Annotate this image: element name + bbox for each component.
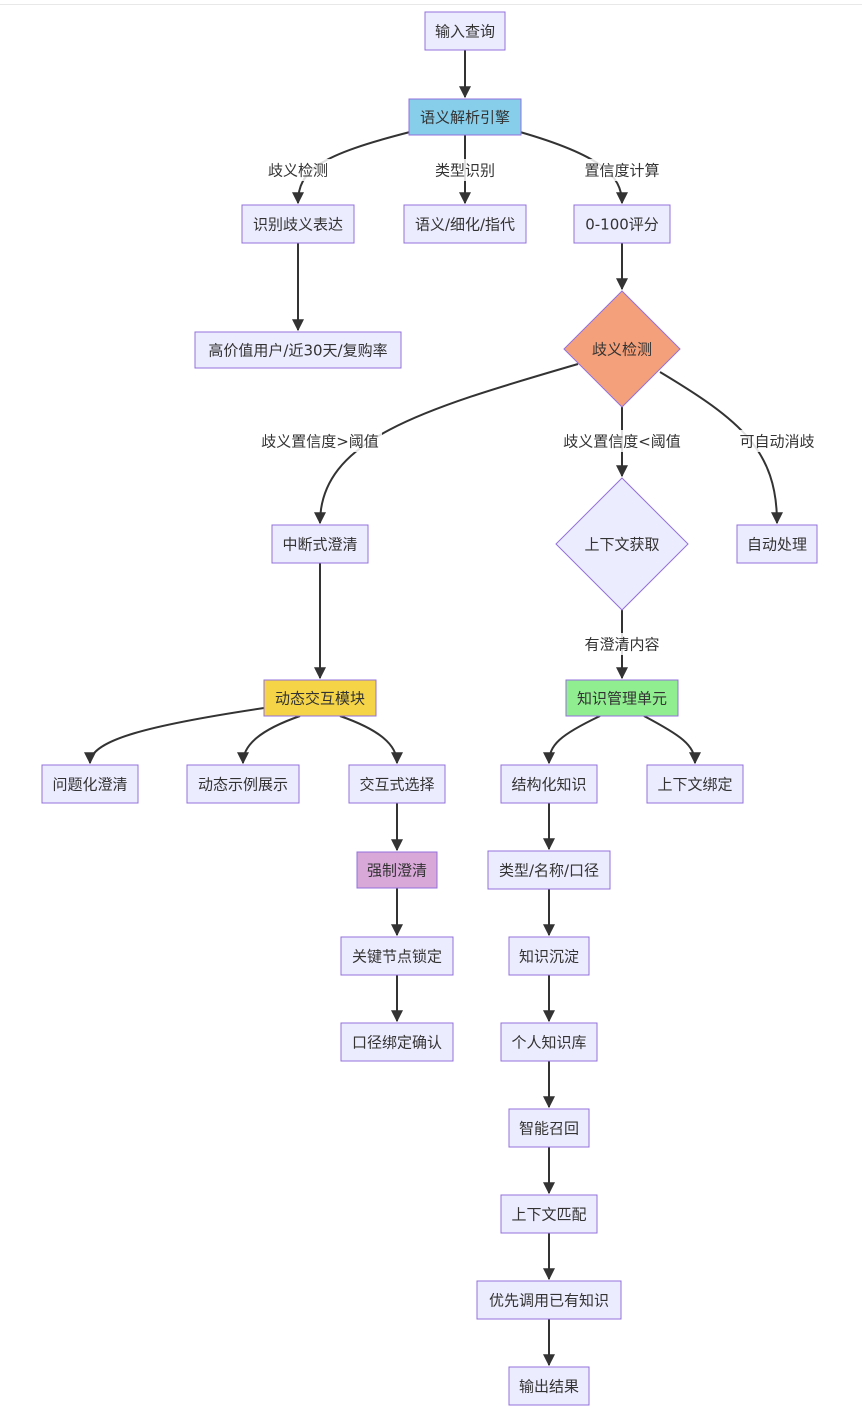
node-label: 语义解析引擎 [420,109,510,127]
node-label: 自动处理 [747,536,807,554]
node-label: 输出结果 [519,1378,579,1396]
node-output[interactable]: 输出结果 [508,1366,590,1406]
node-label: 结构化知识 [511,776,586,794]
node-demo[interactable]: 动态示例展示 [186,764,300,804]
node-interrupt[interactable]: 中断式澄清 [271,524,369,564]
node-label: 关键节点锁定 [352,948,442,966]
edge-label-text: 歧义置信度>阈值 [261,433,379,451]
node-structured[interactable]: 结构化知识 [500,764,598,804]
node-label: 上下文获取 [584,536,659,554]
node-interactive[interactable]: 交互式选择 [348,764,446,804]
edge-label-text: 歧义置信度<阈值 [563,433,681,451]
node-semantic[interactable]: 语义/细化/指代 [403,204,527,244]
node-label: 输入查询 [435,23,495,41]
node-label: 高价值用户/近30天/复购率 [208,342,387,360]
edge-label-text: 歧义检测 [268,162,328,180]
edge-dynamic-to-interactive [339,715,403,765]
edge-label-autoresolve: 可自动消歧 [735,430,819,452]
node-identify[interactable]: 识别歧义表达 [241,204,355,244]
edge-label-text: 类型识别 [435,162,495,180]
edge-label-type: 类型识别 [431,159,499,181]
node-label: 问题化澄清 [52,776,127,794]
node-typename[interactable]: 类型/名称/口径 [487,850,611,890]
node-score[interactable]: 0-100评分 [573,204,671,244]
node-label: 知识沉淀 [519,948,579,966]
node-knowledge[interactable]: 知识管理单元 [565,679,679,717]
node-deposit[interactable]: 知识沉淀 [508,936,590,976]
node-label: 个人知识库 [511,1034,586,1052]
node-priority[interactable]: 优先调用已有知识 [476,1280,622,1320]
node-match[interactable]: 上下文匹配 [500,1194,598,1234]
edge-label-low: 歧义置信度<阈值 [560,430,684,452]
node-label: 优先调用已有知识 [489,1292,609,1310]
node-label: 语义/细化/指代 [415,216,515,234]
node-auto[interactable]: 自动处理 [736,524,818,564]
node-context[interactable]: 上下文获取 [555,477,689,611]
edge-label-confidence: 置信度计算 [580,159,664,181]
node-example[interactable]: 高价值用户/近30天/复购率 [194,331,402,369]
node-forced[interactable]: 强制澄清 [356,851,438,889]
node-dynamic[interactable]: 动态交互模块 [263,679,377,717]
node-question[interactable]: 问题化澄清 [41,764,139,804]
node-keylock[interactable]: 关键节点锁定 [340,936,454,976]
node-parse[interactable]: 语义解析引擎 [408,98,522,136]
node-input[interactable]: 输入查询 [424,11,506,51]
edge-dynamic-to-demo [237,715,301,765]
edge-dynamic-to-question [84,707,265,765]
node-label: 歧义检测 [592,341,652,359]
node-label: 类型/名称/口径 [499,862,599,880]
edge-label-text: 可自动消歧 [739,433,814,451]
node-label: 动态示例展示 [198,776,288,794]
node-label: 中断式澄清 [282,536,357,554]
edge-label-text: 置信度计算 [584,162,659,180]
node-recall[interactable]: 智能召回 [508,1108,590,1148]
node-label: 智能召回 [519,1120,579,1138]
node-detect[interactable]: 歧义检测 [563,290,681,408]
node-label: 0-100评分 [585,216,659,234]
edge-label-text: 有澄清内容 [584,636,659,654]
node-label: 上下文绑定 [657,776,732,794]
node-label: 识别歧义表达 [253,216,343,234]
edge-label-hascontent: 有澄清内容 [580,633,664,655]
edge-knowledge-to-structured [543,715,601,765]
node-bind[interactable]: 上下文绑定 [646,764,744,804]
node-label: 上下文匹配 [511,1206,586,1224]
node-personal[interactable]: 个人知识库 [500,1022,598,1062]
edge-detect-to-interrupt [314,363,579,525]
node-label: 知识管理单元 [577,690,667,708]
node-label: 强制澄清 [367,862,427,880]
node-label: 口径绑定确认 [352,1034,442,1052]
edge-knowledge-to-bind [643,715,701,765]
node-caliber[interactable]: 口径绑定确认 [340,1022,454,1062]
edge-label-ambiguity: 歧义检测 [264,159,332,181]
top-divider [0,4,862,5]
edge-label-high: 歧义置信度>阈值 [258,430,382,452]
node-label: 交互式选择 [359,776,434,794]
node-label: 动态交互模块 [275,690,365,708]
